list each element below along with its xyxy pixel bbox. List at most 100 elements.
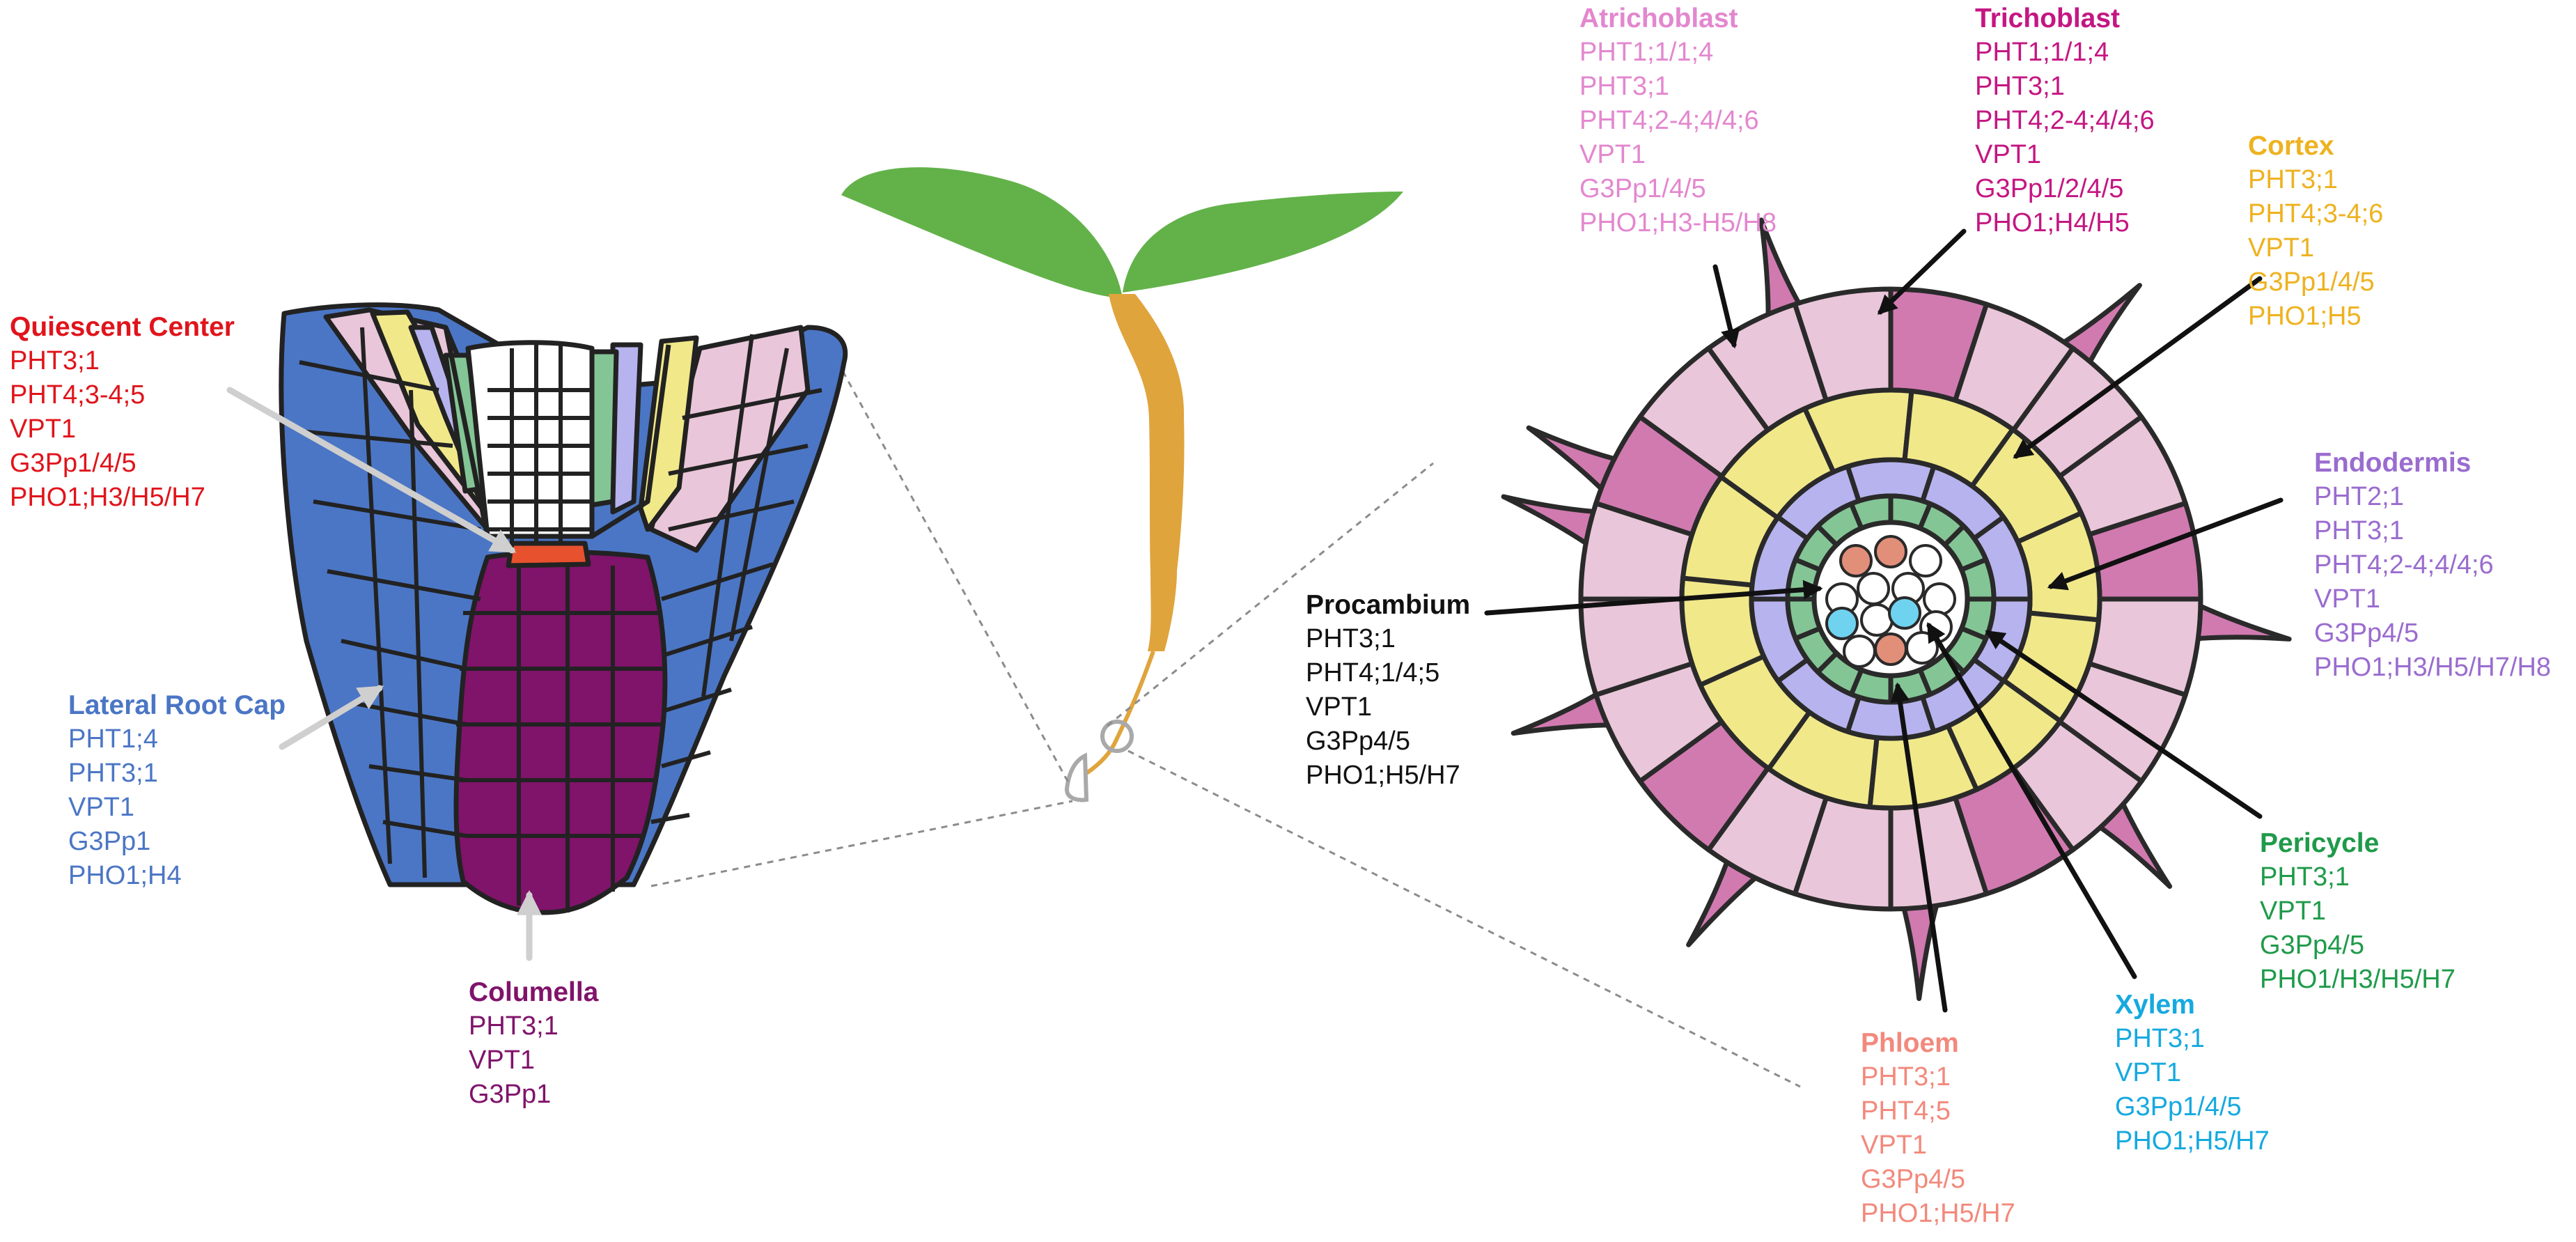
seedling-illustration <box>650 167 1801 1088</box>
cortex-band <box>638 335 699 532</box>
gene-item: PHO1;H5/H7 <box>1306 761 1460 790</box>
gene-item: G3Pp1/4/5 <box>2115 1092 2242 1121</box>
primary-root <box>1085 650 1155 775</box>
arrow-endodermis <box>2047 497 2284 591</box>
arrow-lateral-root-cap <box>279 685 384 750</box>
gene-item: PHT3;1 <box>1975 72 2065 101</box>
gene-item: G3Pp4/5 <box>1861 1165 1965 1194</box>
arrow-procambium <box>1484 580 1823 616</box>
label-endodermis: Endodermis PHT2;1 PHT3;1 PHT4;2-4;4/4;6 … <box>2314 446 2551 685</box>
zoom-line <box>1107 462 1434 727</box>
zoom-line <box>650 800 1073 887</box>
gene-item: G3Pp1/4/5 <box>2248 267 2375 297</box>
gene-item: PHT4;2-4;4/4;6 <box>1579 106 1759 135</box>
gene-item: G3Pp4/5 <box>1306 727 1410 756</box>
gene-item: PHT1;4 <box>68 724 158 754</box>
gene-item: PHO1;H5/H7 <box>1861 1199 2015 1228</box>
label-xylem: Xylem PHT3;1 VPT1 G3Pp1/4/5 PHO1;H5/H7 <box>2115 988 2270 1158</box>
gene-item: PHO1;H5 <box>2248 302 2362 331</box>
gene-item: VPT1 <box>2260 896 2327 926</box>
gene-item: VPT1 <box>2115 1058 2182 1087</box>
label-title: Procambium <box>1306 590 1471 620</box>
label-quiescent-center: Quiescent Center PHT3;1 PHT4;3-4;5 VPT1 … <box>10 310 235 515</box>
root-tip-marker <box>1065 752 1089 802</box>
gene-item: PHT4;3-4;6 <box>2248 199 2384 228</box>
label-title: Columella <box>469 977 599 1007</box>
cell-walls <box>299 327 822 913</box>
stele-cell <box>1874 632 1907 666</box>
label-procambium: Procambium PHT3;1 PHT4;1/4;5 VPT1 G3Pp4/… <box>1306 588 1470 793</box>
label-title: Trichoblast <box>1975 3 2121 33</box>
label-title: Cortex <box>2248 131 2334 161</box>
gene-item: G3Pp1/2/4/5 <box>1975 174 2124 203</box>
gene-item: PHT3;1 <box>1861 1062 1951 1092</box>
gene-item: PHT3;1 <box>1306 624 1396 653</box>
gene-item: G3Pp1 <box>68 827 151 856</box>
stele-cell <box>1860 603 1894 637</box>
label-title: Phloem <box>1861 1028 1959 1058</box>
zoom-line <box>836 360 1070 784</box>
label-title: Lateral Root Cap <box>68 690 286 720</box>
lateral-cell-band <box>443 327 671 539</box>
pointer-arrows <box>226 228 2284 1013</box>
gene-item: PHT3;1 <box>68 759 158 788</box>
gene-item: PHT3;1 <box>2260 862 2350 892</box>
label-atrichoblast: Atrichoblast PHT1;1/1;4 PHT3;1 PHT4;2-4;… <box>1579 1 1777 240</box>
gene-item: PHT1;1/1;4 <box>1975 38 2109 67</box>
label-cortex: Cortex PHT3;1 PHT4;3-4;6 VPT1 G3Pp1/4/5 … <box>2248 129 2383 334</box>
gene-item: VPT1 <box>1579 140 1646 169</box>
gene-item: PHT3;1 <box>2115 1024 2205 1053</box>
stele-cell <box>1923 582 1956 616</box>
hypocotyl <box>1109 294 1185 651</box>
stele-cell <box>1874 535 1907 568</box>
arrow-pericycle <box>1985 630 2263 819</box>
gene-item: VPT1 <box>2248 233 2315 263</box>
gene-item: PHO1;H4 <box>68 861 182 890</box>
gene-item: PHT4;2-4;4/4;6 <box>2314 550 2494 580</box>
gene-item: PHT3;1 <box>469 1011 559 1041</box>
gene-item: PHT4;2-4;4/4;6 <box>1975 106 2155 135</box>
gene-item: PHT4;5 <box>1861 1096 1951 1126</box>
gene-item: VPT1 <box>469 1046 536 1075</box>
gene-item: VPT1 <box>1861 1131 1928 1160</box>
label-title: Atrichoblast <box>1579 3 1738 33</box>
gene-item: PHO1;H3-H5/H8 <box>1579 208 1777 238</box>
arrow-atrichoblast <box>1712 264 1740 349</box>
arrow-cortex <box>2013 276 2263 459</box>
right-cotyledon <box>1123 192 1403 293</box>
label-title: Xylem <box>2115 990 2195 1020</box>
cross-section-marker <box>1100 720 1134 753</box>
stele-cell <box>1825 607 1859 640</box>
stele-cell <box>1839 544 1873 577</box>
stele-cell <box>1905 631 1939 665</box>
gene-item: PHO1;H4/H5 <box>1975 208 2130 238</box>
gene-item: PHO1;H3/H5/H7 <box>10 483 205 512</box>
label-title: Pericycle <box>2260 828 2380 858</box>
gene-item: PHT4;3-4;5 <box>10 380 146 410</box>
label-pericycle: Pericycle PHT3;1 VPT1 G3Pp4/5 PHO1/H3/H5… <box>2260 826 2456 997</box>
gene-item: PHT3;1 <box>10 346 100 375</box>
gene-item: G3Pp1 <box>469 1080 552 1109</box>
pericycle-band <box>589 349 619 508</box>
stele-cell <box>1909 544 1942 577</box>
gene-item: PHO1/H3/H5/H7 <box>2260 965 2456 994</box>
label-lateral-root-cap: Lateral Root Cap PHT1;4 PHT3;1 VPT1 G3Pp… <box>68 688 286 893</box>
root-tip-diagram <box>279 302 848 915</box>
left-cotyledon <box>841 167 1123 298</box>
gene-item: PHT1;1/1;4 <box>1579 38 1714 67</box>
columella-region <box>453 550 668 915</box>
gene-item: PHO1;H5/H7 <box>2115 1126 2270 1156</box>
gene-item: G3Pp1/4/5 <box>10 449 136 478</box>
gene-item: PHO1;H3/H5/H7/H8 <box>2314 653 2552 682</box>
gene-item: G3Pp4/5 <box>2314 619 2419 648</box>
gene-item: VPT1 <box>10 414 77 444</box>
label-title: Endodermis <box>2314 448 2472 478</box>
stele-cell <box>1843 635 1876 668</box>
quiescent-center <box>506 541 591 568</box>
gene-item: PHT3;1 <box>1579 72 1669 101</box>
label-phloem: Phloem PHT3;1 PHT4;5 VPT1 G3Pp4/5 PHO1;H… <box>1861 1026 2015 1231</box>
gene-item: VPT1 <box>1975 140 2042 169</box>
arrow-trichoblast <box>1877 228 1967 315</box>
